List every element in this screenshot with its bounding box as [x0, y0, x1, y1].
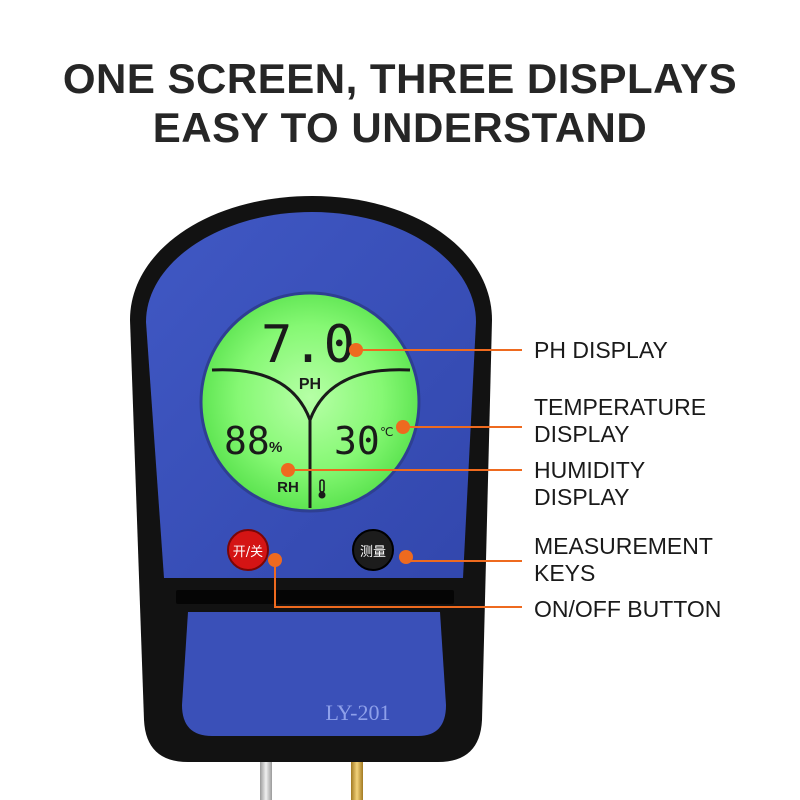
callout-dot-measure	[399, 550, 413, 564]
callout-lines	[268, 343, 522, 608]
humidity-value: 88	[224, 419, 270, 463]
callout-power-text: ON/OFF BUTTON	[534, 596, 722, 622]
callout-humidity-line1: HUMIDITY	[534, 457, 646, 483]
callout-temperature: TEMPERATURE DISPLAY	[534, 394, 706, 448]
ph-label: PH	[299, 376, 321, 393]
callout-temperature-line2: DISPLAY	[534, 421, 630, 447]
temperature-unit: ℃	[380, 425, 393, 439]
callout-measure: MEASUREMENT KEYS	[534, 533, 713, 587]
callout-temperature-line1: TEMPERATURE	[534, 394, 707, 420]
callout-humidity: HUMIDITY DISPLAY	[534, 457, 645, 511]
power-button[interactable]: 开/关	[227, 529, 269, 571]
humidity-label: RH	[277, 479, 299, 496]
callout-measure-line1: MEASUREMENT	[534, 533, 713, 559]
callout-dot-ph	[349, 343, 363, 357]
separator-slot	[176, 590, 454, 604]
callout-ph: PH DISPLAY	[534, 337, 668, 364]
power-button-label: 开/关	[233, 545, 263, 560]
lcd-screen	[199, 291, 421, 513]
callout-dot-humidity	[281, 463, 295, 477]
headline-line-1: ONE SCREEN, THREE DISPLAYS	[62, 55, 738, 102]
model-label: LY-201	[325, 700, 390, 725]
lower-panel	[182, 612, 446, 736]
measure-button-label: 测量	[360, 545, 386, 560]
ph-value: 7.0	[261, 315, 355, 375]
callout-humidity-line2: DISPLAY	[534, 484, 630, 510]
thermometer-icon	[318, 479, 326, 499]
callout-dot-power	[268, 553, 282, 567]
headline-line-2: EASY TO UNDERSTAND	[152, 104, 648, 151]
callout-measure-line2: KEYS	[534, 560, 596, 586]
callout-line-power	[274, 560, 522, 608]
measure-button[interactable]: 测量	[352, 529, 394, 571]
temperature-value: 30	[334, 419, 380, 463]
callout-dot-temperature	[396, 420, 410, 434]
callout-power: ON/OFF BUTTON	[534, 596, 721, 623]
humidity-unit: %	[269, 439, 282, 456]
callout-ph-text: PH DISPLAY	[534, 337, 668, 363]
